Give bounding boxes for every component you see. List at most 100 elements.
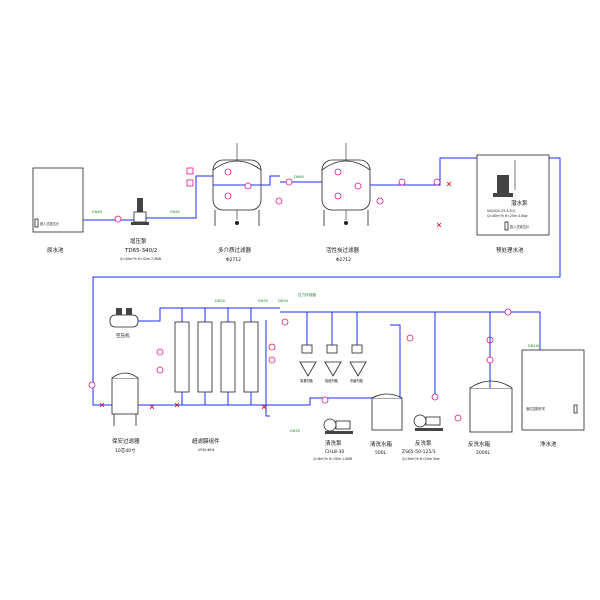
- cleaning-pump-model: CHL8-30: [325, 449, 344, 455]
- gauge-icon-p: [114, 215, 122, 223]
- pipe-uf-bottom: [172, 392, 270, 406]
- pipe-air: [138, 307, 280, 322]
- submersible-spec: Q=40m³/h H=25m 4.5kw: [487, 214, 528, 218]
- pipe-to-clean-pool: [520, 311, 541, 350]
- clean-pool-label: 净水池: [540, 440, 557, 448]
- uf-modules: 超滤膜组件 UF40-ФH4: [174, 321, 259, 452]
- gauge-icon-mmf-4: [275, 197, 283, 205]
- cleaning-pump-label: 清洗泵: [325, 439, 342, 447]
- mmf-size: Φ2712: [226, 257, 241, 263]
- pipe-label-dn100: DN100: [528, 344, 541, 348]
- dosing-tank-3: 杀菌剂箱: [350, 378, 364, 383]
- gauge-icon-p8: [156, 366, 164, 374]
- booster-pump: 增压泵 TD65-340/2 Q=40m³/h H=42m 7.5KW: [120, 198, 162, 261]
- backwash-tank-volume: 2000L: [476, 450, 490, 456]
- gauge-icon-p16: [486, 356, 494, 364]
- clean-pool-level-label: 液位控制开关: [526, 406, 546, 411]
- security-filter-label: 保安过滤器: [112, 437, 140, 445]
- submersible-model: 50QG20-25-4.5(I): [487, 209, 515, 213]
- pretreatment-pool: 潜水泵 50QG20-25-4.5(I) Q=40m³/h H=25m 4.5k…: [476, 154, 550, 254]
- valve-icon-3: [99, 402, 105, 408]
- gauge-icon-mmf-3: [244, 182, 252, 190]
- gauge-icon-mmf-2: [224, 192, 232, 200]
- gauge-icon-p10: [268, 356, 276, 364]
- gauge-icon-p11: [281, 318, 289, 326]
- backwash-tank-label: 反洗水箱: [468, 440, 491, 448]
- cleaning-tank-volume: 500L: [375, 450, 387, 456]
- raw-water-pool: 投入式液位计 原水池: [32, 167, 84, 254]
- pipe-uf-top: [181, 308, 252, 322]
- pipe-to-cleaning-tank: [270, 397, 372, 406]
- valve-icon-4: [149, 404, 155, 410]
- security-filter: 保安过滤器 10芯40寸: [111, 372, 140, 454]
- cleaning-tank: 清洗水箱 500L: [370, 393, 403, 456]
- gauge-icon-mmf-1: [224, 168, 232, 176]
- booster-pump-spec: Q=40m³/h H=42m 7.5KW: [120, 257, 162, 261]
- booster-pump-model: TD65-340/2: [124, 248, 157, 254]
- pre-pool-label: 预处理水池: [496, 246, 524, 254]
- gauge-icon-p1: [186, 167, 194, 175]
- dosing-tank-2: 阻垢剂箱: [325, 378, 339, 383]
- uf-module-spec: UF40-ФH4: [198, 448, 215, 452]
- pipe-dosing: [280, 311, 520, 345]
- pipe-label-dn50-4: DN50: [290, 429, 301, 433]
- pre-pool-level-label: 投入式液位计: [510, 224, 530, 229]
- valve-icon-6: [261, 404, 267, 410]
- pipe-to-security-filter: [92, 397, 112, 406]
- air-compressor: 空压机: [109, 308, 139, 339]
- uf-module-label: 超滤膜组件: [192, 437, 220, 445]
- gauge-icon-p5: [433, 178, 441, 186]
- pipe-label-dn50-3: DN50: [278, 299, 289, 303]
- clean-water-pool: 液位控制开关 净水池: [521, 349, 585, 448]
- pipe-label-dn50-2: DN50: [258, 299, 269, 303]
- gauge-icon-p15: [431, 393, 439, 401]
- valve-icon-5: [174, 402, 180, 408]
- valve-icon-1: [436, 222, 442, 228]
- carbon-label: 活性炭过滤器: [326, 246, 360, 254]
- gauge-icon-cf-1: [334, 168, 342, 176]
- backwash-pump-model: ZS65-50-125/3: [402, 449, 436, 455]
- security-filter-size: 10芯40寸: [115, 447, 136, 454]
- gauge-icon-cf-2: [334, 192, 342, 200]
- backwash-pump-spec: Q=30m³/h H=20m 3kw: [402, 457, 440, 461]
- pipe-return-cleaning: [390, 324, 401, 398]
- carbon-filter: 活性炭过滤器 Φ2712: [321, 143, 371, 263]
- gauge-icon-backwash: [454, 414, 462, 422]
- raw-pool-label: 原水池: [47, 246, 64, 254]
- gauge-icon-cf-4: [376, 197, 384, 205]
- pipe-uf-drain: [265, 320, 270, 417]
- backwash-tank: 反洗水箱 2000L: [468, 380, 513, 456]
- raw-pool-level-label: 投入式液位计: [40, 221, 60, 226]
- gauge-icon-p2: [186, 179, 194, 187]
- dosing-tanks: 絮凝剂箱 阻垢剂箱 杀菌剂箱: [299, 344, 367, 383]
- gauge-icon-p7: [156, 348, 164, 356]
- cleaning-pump-spec: Q=8m³/h H=30m 1.5KW: [313, 457, 353, 461]
- booster-pump-label: 增压泵: [130, 237, 147, 245]
- gauge-icon-clean: [504, 308, 512, 316]
- cleaning-tank-label: 清洗水箱: [370, 440, 393, 448]
- backwash-pump: 反洗泵 ZS65-50-125/3 Q=30m³/h H=20m 3kw: [402, 414, 443, 461]
- gauge-icon-p9: [268, 343, 276, 351]
- dosing-tank-1: 絮凝剂箱: [300, 378, 314, 383]
- carbon-size: Φ2712: [336, 257, 351, 263]
- pressure-sensor-label: 压力传感器: [298, 292, 316, 297]
- gauge-icon-p4: [398, 178, 406, 186]
- gauge-icon-p6: [88, 381, 96, 389]
- valve-icon-2: [446, 181, 452, 187]
- gauge-icon-cf-3: [354, 182, 362, 190]
- gauge-icon-p3: [285, 178, 293, 186]
- gauge-icon-p12: [406, 334, 414, 342]
- air-compressor-label: 空压机: [116, 332, 130, 339]
- pipe-label-dn80-1: DN80: [92, 210, 103, 214]
- pipe-mmf-bypass: [213, 175, 280, 186]
- pipe-label-dn65-1: DN65: [170, 210, 180, 214]
- pipe-label-dn65-2: DN65: [294, 175, 304, 179]
- cleaning-pump: 清洗泵 CHL8-30 Q=8m³/h H=30m 1.5KW: [313, 418, 353, 461]
- mmf-label: 多介质过滤器: [218, 246, 252, 254]
- pipe-booster-to-mmf: [146, 175, 213, 219]
- backwash-pump-label: 反洗泵: [415, 439, 432, 447]
- multi-media-filter: 多介质过滤器 Φ2712: [212, 143, 262, 263]
- pipe-label-dn50-1: DN50: [215, 299, 226, 303]
- gauge-icon-p14: [321, 396, 329, 404]
